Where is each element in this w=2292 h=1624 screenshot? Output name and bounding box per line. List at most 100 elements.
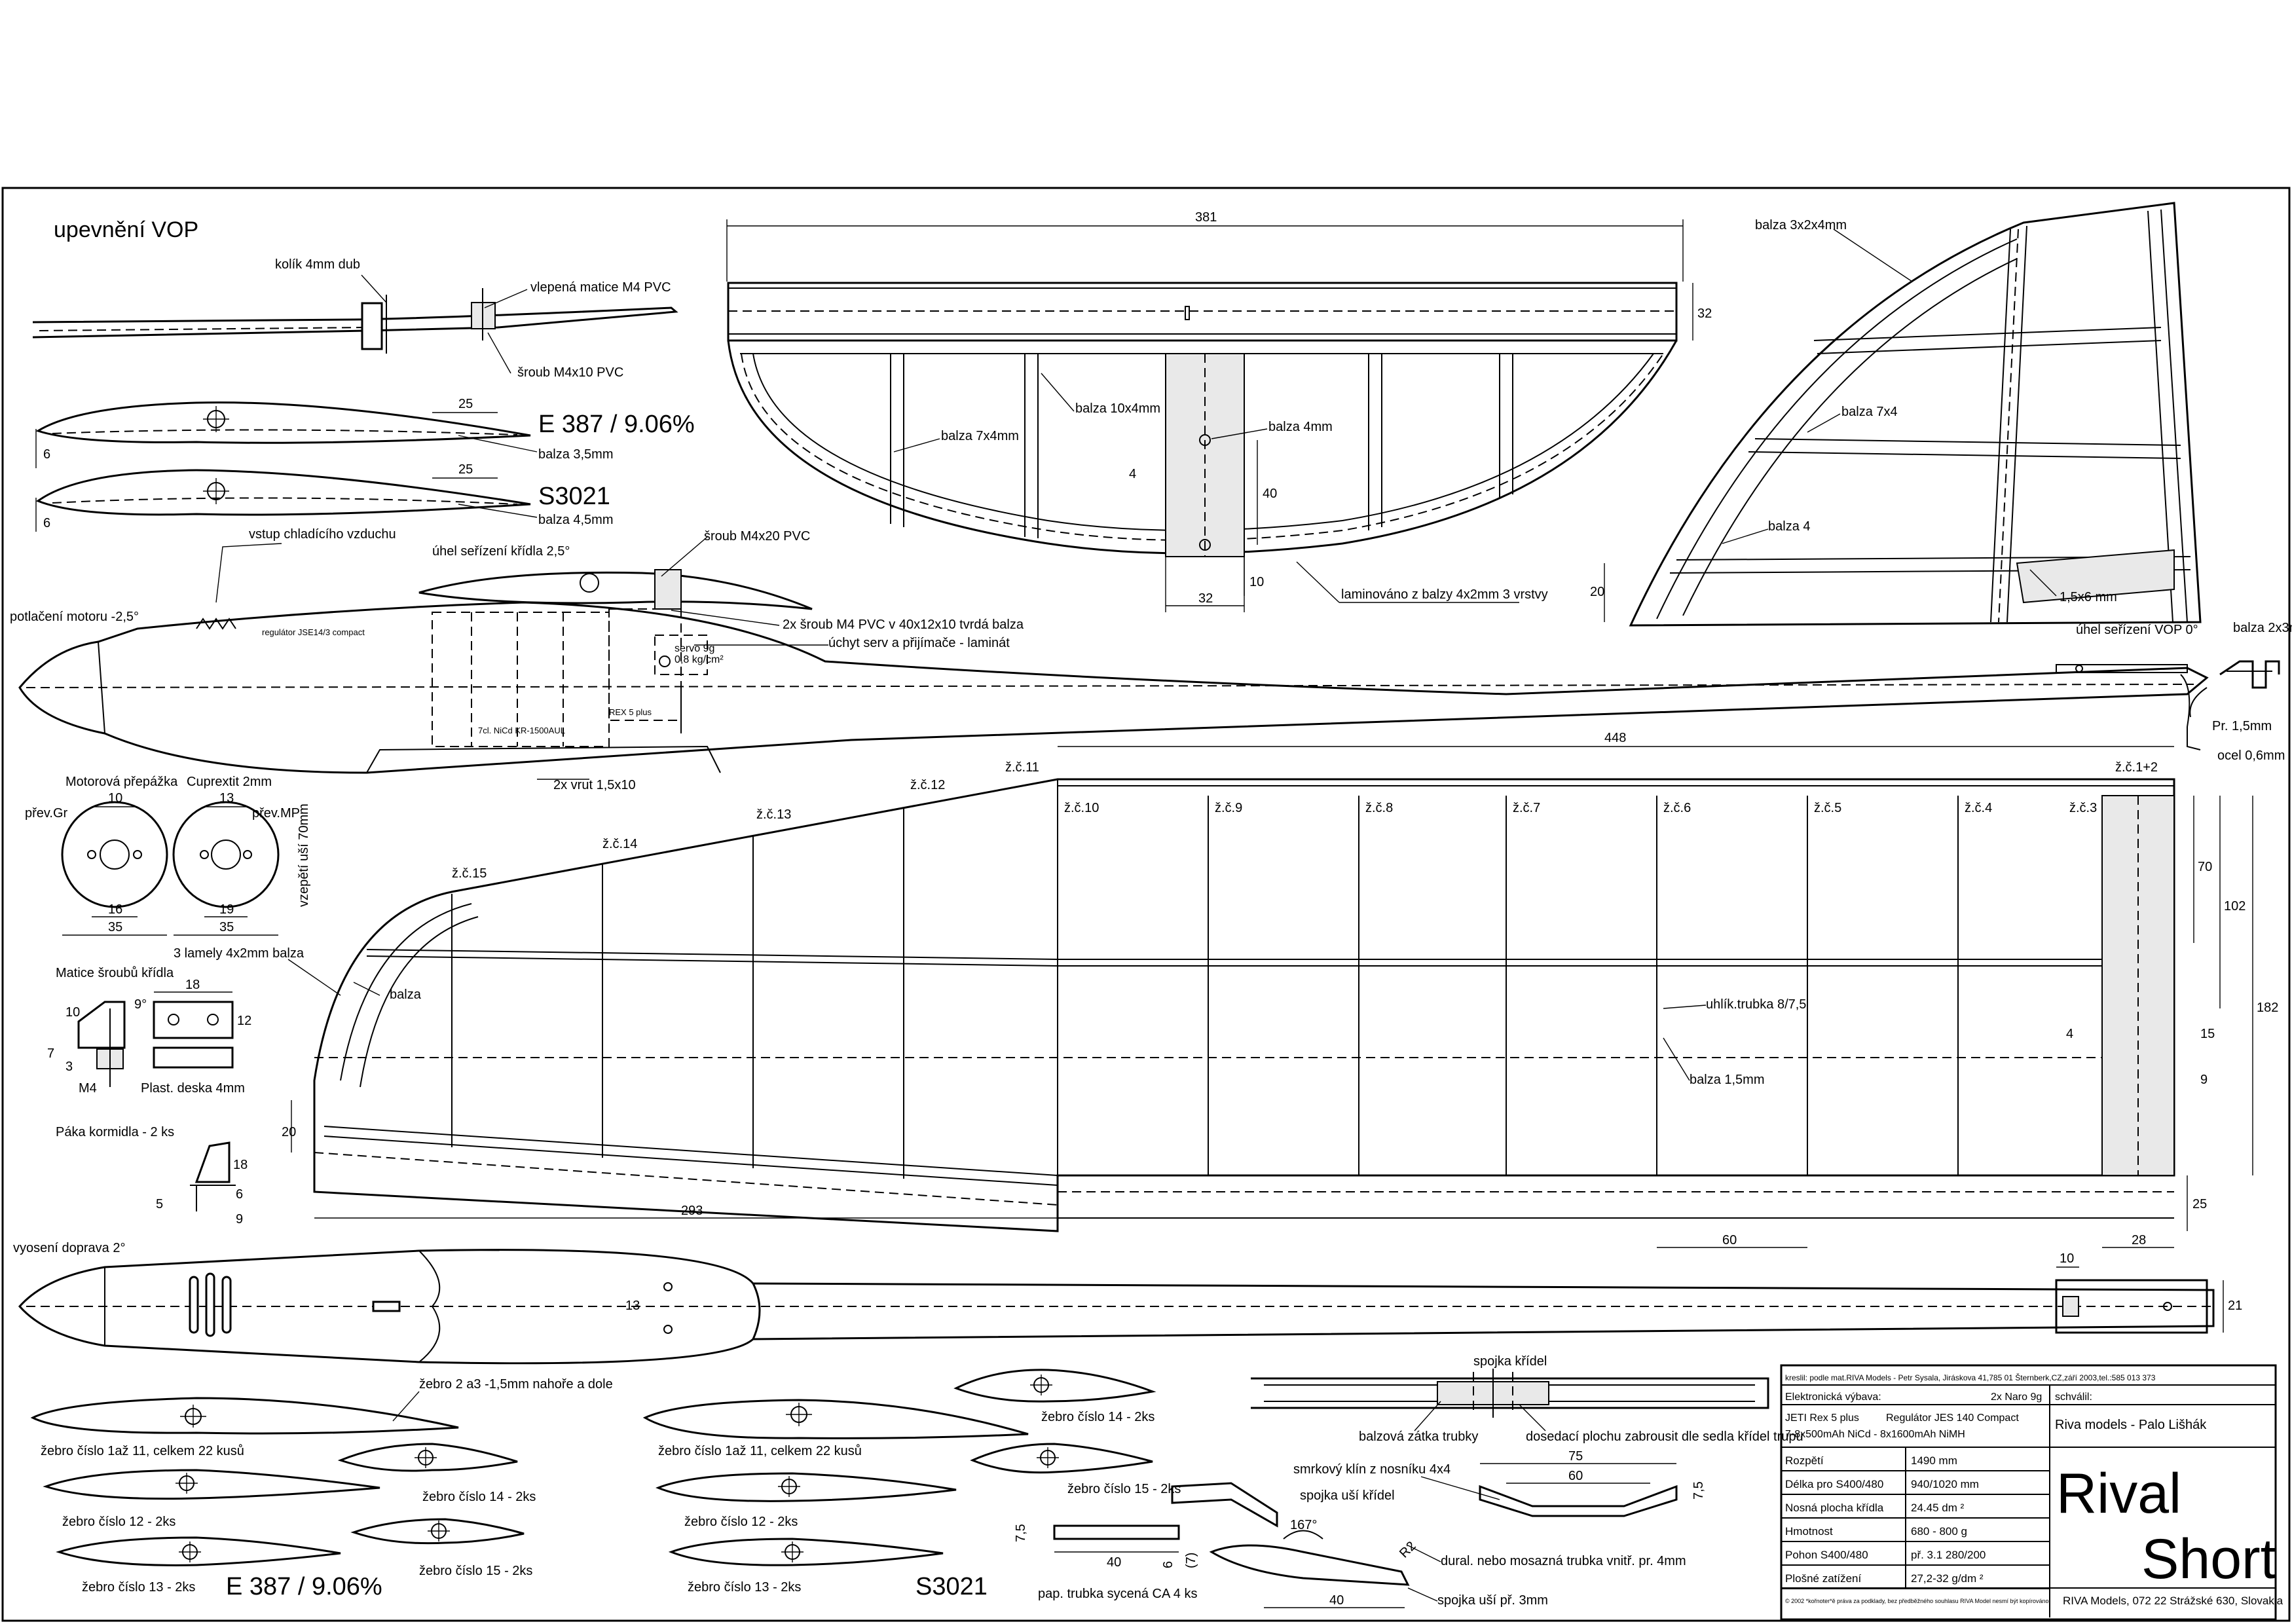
wing-lamely: 3 lamely 4x2mm balza: [174, 946, 305, 961]
wb-plast: Plast. deska 4mm: [141, 1081, 245, 1096]
rib-r13-left-label: žebro číslo 13 - 2ks: [82, 1580, 195, 1595]
fin-dim-1-5x6: 1,5x6 mm: [2060, 590, 2117, 604]
rib-label-14: ž.č.14: [602, 837, 637, 851]
wing-dim-60: 60: [1722, 1233, 1737, 1247]
wing-bolt-detail: Matice šroubů křídla 9° 10 7 3 M4 18 12 …: [47, 966, 251, 1096]
spec-value: 1490 mm: [1911, 1454, 1957, 1467]
rib-label-15: ž.č.15: [452, 866, 487, 881]
ribs-s3021-set: žebro číslo 14 - 2ks žebro číslo 1až 11,…: [642, 1369, 1181, 1600]
mm-dim-13: 13: [219, 791, 234, 805]
tb-elec-value: 2x Naro 9g: [1991, 1392, 2042, 1403]
horn-title: Páka kormidla - 2 ks: [56, 1125, 174, 1139]
rib-label-13: ž.č.13: [756, 807, 791, 822]
mm-dim-16: 16: [108, 902, 122, 917]
spec-value: 24.45 dm ²: [1911, 1502, 1965, 1514]
fin-balsa-3x2x4: balza 3x2x4mm: [1755, 218, 1847, 232]
spec-value: 27,2-32 g/dm ²: [1911, 1572, 1984, 1585]
horizontal-tail-view: 381 32 balza 7x4mm balza 10x4mm balza 4m…: [726, 210, 1712, 612]
wing-dim-9: 9: [2200, 1073, 2208, 1087]
vrut-label: 2x vrut 1,5x10: [553, 778, 636, 792]
tb-esc: Regulátor JES 140 Compact: [1886, 1412, 2019, 1424]
joiner-pap: pap. trubka sycená CA 4 ks: [1038, 1587, 1197, 1601]
wing-dim-28: 28: [2132, 1233, 2146, 1247]
rib-label-4: ž.č.4: [1965, 801, 1992, 815]
wb-dim-12: 12: [237, 1014, 251, 1028]
joiner-dim-40a: 40: [1107, 1555, 1121, 1570]
joiner-dural: dural. nebo mosazná trubka vnitř. pr. 4m…: [1441, 1554, 1686, 1568]
tb-copyright: © 2002 *kořnoter*ě práva za podklady, be…: [1785, 1598, 2049, 1604]
regulator-label: regulátor JSE14/3 compact: [262, 627, 365, 637]
joiner-dim-7: (7): [1184, 1553, 1198, 1568]
rib-label-11: ž.č.11: [1005, 760, 1039, 775]
joiner-dim-75: 75: [1568, 1449, 1583, 1464]
rib-r1-right-label: žebro číslo 1až 11, celkem 22 kusů: [658, 1444, 862, 1458]
wb-dim-10: 10: [65, 1005, 80, 1020]
motor-thrust: potlačení motoru -2,5°: [10, 610, 139, 624]
wb-m4: M4: [79, 1081, 97, 1096]
wing-dim-182: 182: [2257, 1001, 2278, 1015]
airfoil-e387: [35, 401, 531, 444]
rib-label-12: ž.č.12: [910, 778, 945, 792]
sheet-border: [1, 187, 2291, 1622]
tb-drawn: kreslil: podle mat.RIVA Models - Petr Sy…: [1785, 1373, 2156, 1382]
servo-mount: úchyt serv a přijímače - laminát: [828, 636, 1010, 650]
airfoil2-name: S3021: [538, 483, 610, 510]
joiner-dim-40b: 40: [1329, 1593, 1344, 1608]
rib-label-3: ž.č.3: [2069, 801, 2097, 815]
joiner-dim-167: 167°: [1290, 1518, 1317, 1532]
joiner-dosedaci: dosedací plochu zabrousit dle sedla kříd…: [1526, 1430, 1803, 1444]
vop-attachment-detail: upevnění VOP kolík 4mm dub vlepená matic…: [32, 217, 695, 532]
wing-dim-4: 4: [2066, 1027, 2073, 1041]
tb-footer: RIVA Models, 072 22 Strážské 630, Slovak…: [2063, 1595, 2283, 1607]
tail-laminated: laminováno z balzy 4x2mm 3 vrstvy: [1341, 587, 1548, 602]
wing-dim-70: 70: [2198, 860, 2212, 874]
ribs-right-airfoil: S3021: [915, 1573, 988, 1600]
sroub-2x: 2x šroub M4 PVC v 40x12x10 tvrdá balza: [783, 618, 1024, 632]
tb-rx: JETI Rex 5 plus: [1785, 1412, 1859, 1424]
servo-density: 0,8 kg/cm²: [675, 654, 724, 665]
fin-view: balza 3x2x4mm balza 7x4 balza 4 20 1,5x6…: [1590, 202, 2292, 763]
rib-label-7: ž.č.7: [1513, 801, 1540, 815]
joiner-dim-6: 6: [1161, 1561, 1175, 1568]
spec-key: Plošné zatížení: [1785, 1572, 1862, 1585]
airfoil1-balsa: balza 3,5mm: [538, 447, 614, 462]
wing-bolt-title: Matice šroubů křídla: [56, 966, 174, 980]
prev-gr: přev.Gr: [25, 806, 68, 821]
wing-dim-20: 20: [282, 1125, 296, 1139]
tb-name1: Rival: [2056, 1462, 2181, 1525]
dim-6a: 6: [43, 447, 50, 462]
joiner-dim-7-5b: 7,5: [1014, 1524, 1028, 1542]
rib-label-6: ž.č.6: [1663, 801, 1691, 815]
wing-span-dim: 448: [1604, 731, 1626, 745]
mm-dim-35a: 35: [108, 920, 122, 934]
tail-balsa-4: balza 4mm: [1268, 420, 1333, 434]
rib-r12-left-label: žebro číslo 12 - 2ks: [62, 1515, 176, 1529]
wing-dim-102: 102: [2224, 899, 2246, 913]
mm-dim-10: 10: [108, 791, 122, 805]
wb-dim-18: 18: [185, 978, 200, 992]
tail-dim-10: 10: [1249, 575, 1264, 589]
joiner-dim-7-5a: 7,5: [1691, 1481, 1706, 1500]
tail-balsa-10x4: balza 10x4mm: [1075, 401, 1160, 416]
control-horn-detail: Páka kormidla - 2 ks 18 5 6 9: [56, 1125, 248, 1227]
spec-key: Rozpětí: [1785, 1454, 1824, 1467]
horn-dim-9: 9: [236, 1212, 243, 1227]
tb-batt: 7-8x500mAh NiCd - 8x1600mAh NiMH: [1785, 1429, 1965, 1440]
top-dim-13: 13: [625, 1299, 640, 1313]
airfoil-s3021: [35, 469, 531, 516]
wing-plan-view: 448: [174, 731, 2278, 1248]
spec-value: 940/1020 mm: [1911, 1478, 1979, 1490]
spec-key: Nosná plocha křídla: [1785, 1502, 1884, 1514]
wb-dim-9deg: 9°: [134, 997, 147, 1012]
wb-dim-3: 3: [65, 1060, 73, 1074]
joiner-smrk: smrkový klín z nosníku 4x4: [1293, 1462, 1451, 1477]
tb-name2: Short: [2141, 1528, 2276, 1591]
offset-label: vyosení doprava 2°: [13, 1241, 125, 1255]
servo-label: servo 9g: [675, 643, 714, 654]
fin-dim-20: 20: [1590, 585, 1604, 599]
rib-label-8: ž.č.8: [1365, 801, 1393, 815]
prev-mp: přev.MP: [252, 806, 300, 821]
joiner-spojka-usi: spojka uší křídel: [1300, 1488, 1395, 1503]
joiner-balsa-plug: balzová zátka trubky: [1359, 1430, 1478, 1444]
